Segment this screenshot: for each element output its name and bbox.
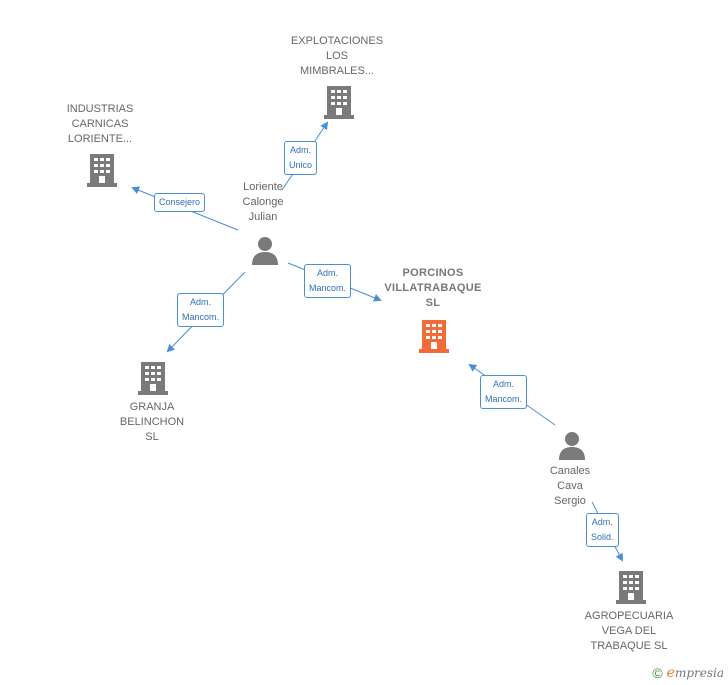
brand-initial: e <box>666 665 675 681</box>
node-label-industrias[interactable]: INDUSTRIAS CARNICAS LORIENTE... <box>66 103 134 145</box>
node-label-canales[interactable]: Canales Cava Sergio <box>549 465 591 507</box>
person-icon[interactable] <box>250 235 280 265</box>
node-label-explotaciones[interactable]: EXPLOTACIONES LOS MIMBRALES... <box>290 35 384 77</box>
building-icon[interactable] <box>86 152 118 188</box>
building-icon[interactable] <box>615 569 647 605</box>
edge-label-adm-mancom-granja: Adm. Mancom. <box>177 293 225 327</box>
building-icon[interactable] <box>323 84 355 120</box>
brand-rest: mpresia <box>674 666 724 680</box>
edge-label-adm-solid: Adm. Solid. <box>586 513 619 547</box>
person-icon[interactable] <box>557 430 587 460</box>
node-label-granja[interactable]: GRANJA BELINCHON SL <box>119 401 185 443</box>
edge-label-adm-mancom-porcinos: Adm. Mancom. <box>304 264 352 298</box>
copyright-icon: © <box>652 665 663 681</box>
building-icon-main[interactable] <box>418 318 450 354</box>
footer-brand: © empresia <box>652 665 724 681</box>
edge-label-adm-unico: Adm. Unico <box>284 141 318 175</box>
brand-logo[interactable]: empresia <box>667 665 724 681</box>
edge-label-consejero: Consejero <box>154 193 206 212</box>
node-label-loriente[interactable]: Loriente Calonge Julian <box>242 181 284 223</box>
node-label-porcinos[interactable]: PORCINOS VILLATRABAQUE SL <box>384 267 482 309</box>
node-label-agropecuaria[interactable]: AGROPECUARIA VEGA DEL TRABAQUE SL <box>584 610 674 652</box>
edge-label-adm-mancom-canales: Adm. Mancom. <box>480 375 528 409</box>
building-icon[interactable] <box>137 360 169 396</box>
